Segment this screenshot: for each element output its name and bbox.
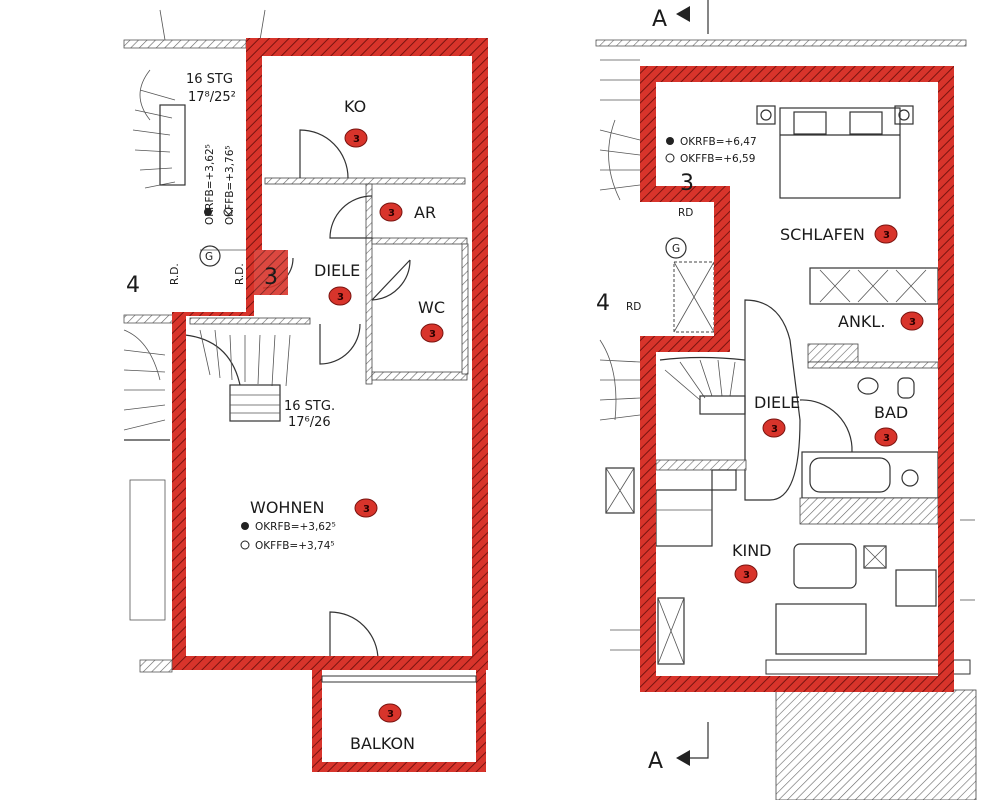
left-stairs-top-line2: 17⁸/25²: [188, 90, 236, 105]
svg-text:3: 3: [743, 570, 750, 581]
left-stair-level-okrfb: OKRFB=+3,62⁵: [204, 144, 216, 225]
left-unit-number: 3: [264, 265, 278, 290]
room-label-ankl: ANKL.: [838, 312, 885, 331]
svg-text:R.D.: R.D.: [234, 263, 246, 285]
svg-text:3: 3: [387, 709, 394, 720]
right-neighbor-number: 4: [596, 291, 610, 316]
svg-text:3: 3: [883, 433, 890, 444]
room-label-diele: DIELE: [314, 261, 360, 280]
left-stair-level-okffb: OKFFB=+3,76⁵: [224, 145, 236, 225]
left-stairs-mid-line2: 17⁶/26: [288, 415, 331, 430]
room-label-diele: DIELE: [754, 393, 800, 412]
room-badge-ankl: 3: [900, 311, 924, 331]
room-label-bad: BAD: [874, 403, 908, 422]
room-badge-kind: 3: [734, 564, 758, 584]
svg-text:3: 3: [388, 208, 395, 219]
right-rd-label-2: RD: [678, 207, 693, 219]
right-neighbor-structure: [595, 0, 975, 651]
okrfb-symbol-icon: [204, 208, 212, 216]
okffb-symbol-icon: [223, 207, 233, 217]
left-floor-plan: KO AR DIELE WC WOHNEN BALKON 3 4 16 STG …: [123, 9, 488, 772]
svg-text:3: 3: [883, 230, 890, 241]
left-stairs-mid-line1: 16 STG.: [284, 399, 335, 414]
room-badge-wc: 3: [420, 323, 444, 343]
room-label-ar: AR: [414, 203, 436, 222]
room-badge-schlafen: 3: [874, 224, 898, 244]
left-stairs-top-line1: 16 STG: [186, 72, 233, 87]
room-badge-ko: 3: [344, 128, 368, 148]
svg-text:3: 3: [909, 317, 916, 328]
right-interior: [655, 105, 977, 800]
left-g-label: G: [205, 251, 213, 263]
room-badge-ar: 3: [379, 202, 403, 222]
section-line: [690, 722, 709, 759]
left-rd-label-2: R.D.: [234, 263, 246, 285]
right-level-okffb: OKFFB=+6,59: [680, 153, 755, 165]
wohnen-level-okrfb: OKRFB=+3,62⁵: [255, 521, 336, 533]
room-badge-balkon: 3: [378, 703, 402, 723]
room-label-balkon: BALKON: [350, 734, 415, 753]
svg-text:3: 3: [771, 424, 778, 435]
section-mark-top: A: [652, 7, 667, 32]
room-badge-bad: 3: [874, 427, 898, 447]
svg-text:3: 3: [363, 504, 370, 515]
okffb-symbol-icon: [665, 153, 675, 163]
left-interior-partitions: [184, 129, 469, 661]
okrfb-symbol-icon: [666, 137, 674, 145]
right-g-label: G: [672, 243, 680, 255]
room-label-wc: WC: [418, 298, 445, 317]
room-badge-diele: 3: [328, 286, 352, 306]
section-arrow-icon: [676, 750, 690, 766]
svg-text:3: 3: [337, 292, 344, 303]
right-unit-number: 3: [680, 171, 694, 196]
section-mark-bottom: A: [648, 749, 663, 774]
svg-text:3: 3: [429, 329, 436, 340]
svg-text:R.D.: R.D.: [169, 263, 181, 285]
room-badge-diele: 3: [762, 418, 786, 438]
room-badge-wohnen: 3: [354, 498, 378, 518]
left-neighbor-number: 4: [126, 273, 140, 298]
left-neighbor-stairs: [123, 9, 266, 621]
right-rd-label: RD: [626, 301, 641, 313]
svg-text:3: 3: [353, 134, 360, 145]
okrfb-symbol-icon: [241, 522, 249, 530]
room-label-kind: KIND: [732, 541, 772, 560]
room-label-wohnen: WOHNEN: [250, 498, 325, 517]
svg-text:OKFFB=+3,76⁵: OKFFB=+3,76⁵: [224, 145, 236, 225]
right-floor-plan: SCHLAFEN ANKL. DIELE BAD KIND 3 4 RD RD …: [595, 0, 977, 800]
left-rd-label-1: R.D.: [169, 263, 181, 285]
section-arrow-icon: [676, 6, 690, 22]
wohnen-level-okffb: OKFFB=+3,74⁵: [255, 540, 335, 552]
room-label-ko: KO: [344, 97, 366, 116]
svg-text:OKRFB=+3,62⁵: OKRFB=+3,62⁵: [204, 144, 216, 225]
left-exterior-walls: [139, 38, 488, 772]
room-label-schlafen: SCHLAFEN: [780, 225, 865, 244]
okffb-symbol-icon: [240, 540, 250, 550]
right-exterior-walls: [640, 66, 954, 692]
right-level-okrfb: OKRFB=+6,47: [680, 136, 757, 148]
